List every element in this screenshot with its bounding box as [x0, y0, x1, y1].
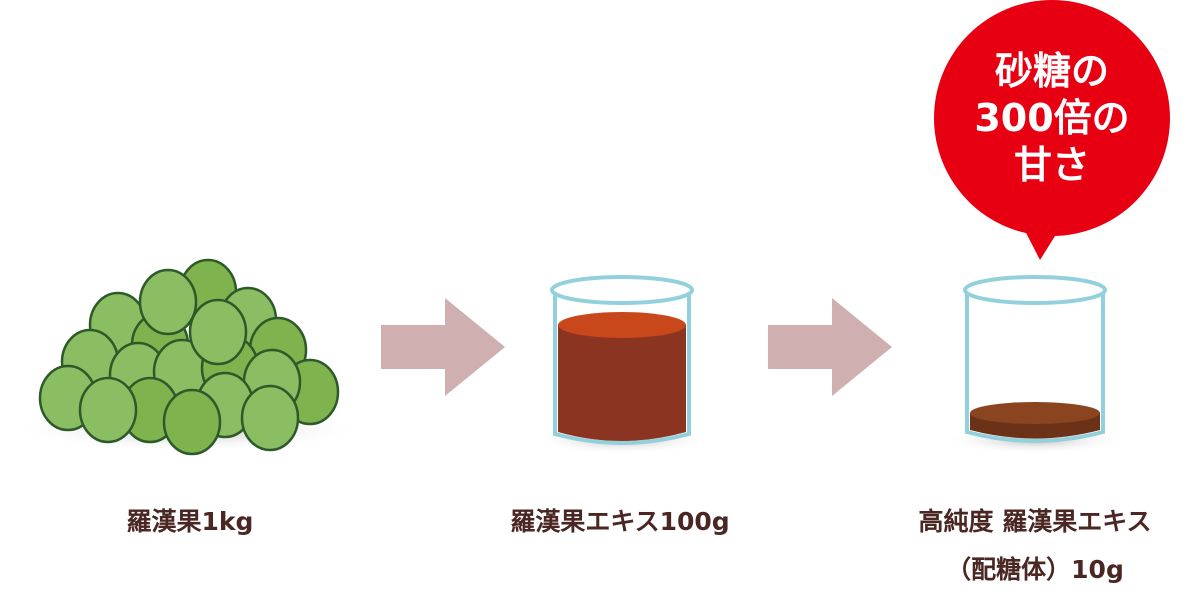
step-3-label-line1: 高純度 羅漢果エキス: [918, 507, 1152, 536]
step-3-label-line2: （配糖体）10g: [946, 555, 1124, 584]
callout-line-2: 300倍の: [974, 96, 1130, 140]
monk-fruit-pile-icon: [15, 258, 365, 456]
callout-line-1: 砂糖の: [994, 49, 1109, 93]
step-1-label: 羅漢果1kg: [126, 507, 254, 536]
arrow-right-icon: [381, 298, 505, 396]
beaker-low-icon: [943, 275, 1127, 454]
step-2-label: 羅漢果エキス100g: [510, 507, 730, 536]
speech-bubble: [934, 0, 1170, 260]
sweetness-callout: 砂糖の 300倍の 甘さ: [952, 48, 1152, 189]
arrow-right-icon: [768, 298, 892, 396]
callout-line-3: 甘さ: [1013, 143, 1090, 187]
beaker-full-icon: [532, 275, 712, 454]
